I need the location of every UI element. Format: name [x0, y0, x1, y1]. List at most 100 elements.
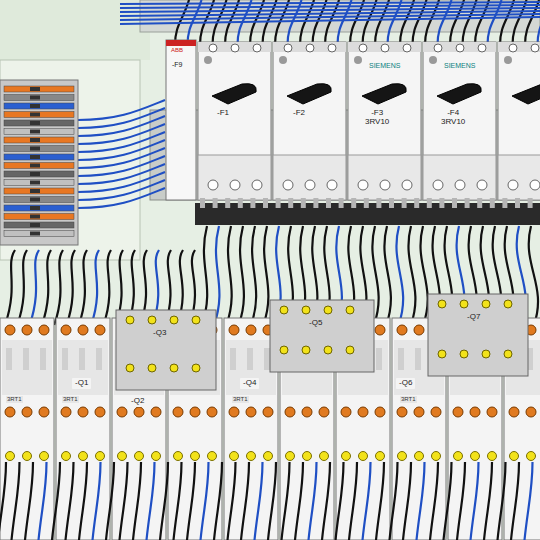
panel-part [134, 407, 144, 417]
panel-part [230, 348, 236, 370]
panel-part [4, 197, 74, 203]
panel-part [302, 407, 312, 417]
panel-part [4, 86, 74, 92]
wire [403, 462, 411, 540]
panel-part [204, 56, 212, 64]
panel-part [414, 325, 424, 335]
panel-part [431, 407, 441, 417]
panel-part [381, 44, 389, 52]
panel-part [30, 96, 40, 100]
breaker-handle [437, 84, 481, 104]
wire [17, 250, 27, 325]
wire [79, 462, 87, 540]
panel-part [452, 198, 457, 208]
wire [78, 124, 165, 144]
wire [5, 250, 15, 325]
wire [120, 17, 540, 24]
wire [66, 462, 74, 540]
panel-part [5, 407, 15, 417]
panel-part [6, 452, 15, 461]
panel-part [207, 407, 217, 417]
panel-part [4, 188, 74, 194]
panel-part [359, 44, 367, 52]
device-label: -Q7 [464, 312, 483, 323]
breaker-handle [512, 84, 540, 104]
wire [147, 462, 155, 540]
panel-part [62, 452, 71, 461]
panel-part [398, 452, 407, 461]
wire [106, 462, 114, 540]
panel-part [95, 407, 105, 417]
brand-label: SIEMENS [443, 62, 477, 70]
panel-part [4, 137, 74, 143]
panel-part [285, 407, 295, 417]
panel-part [4, 214, 74, 220]
panel-part [423, 42, 496, 200]
panel-part [302, 306, 310, 314]
panel-part [118, 452, 127, 461]
panel-part [526, 407, 536, 417]
wire [525, 462, 533, 540]
panel-part [515, 198, 520, 208]
wire [241, 462, 249, 540]
wire [52, 462, 60, 540]
wire [91, 250, 99, 325]
panel-part [78, 407, 88, 417]
panel-part [403, 44, 411, 52]
panel-part [280, 306, 288, 314]
panel-part [30, 164, 40, 168]
panel-part [303, 452, 312, 461]
panel-part [152, 452, 161, 461]
panel-part [192, 316, 200, 324]
panel-part [170, 364, 178, 372]
panel-part [527, 452, 536, 461]
panel-part [246, 325, 256, 335]
panel-part [238, 198, 243, 208]
panel-part [498, 42, 540, 200]
panel-part [456, 44, 464, 52]
wire [430, 462, 438, 540]
panel-part [126, 364, 134, 372]
panel-part [414, 407, 424, 417]
panel-part [504, 350, 512, 358]
device-label: -Q2 [128, 396, 147, 407]
panel-part [30, 232, 40, 236]
panel-part [4, 180, 74, 186]
panel-part [397, 407, 407, 417]
panel-part [208, 180, 218, 190]
wire [93, 462, 101, 540]
wire [363, 462, 371, 540]
panel-part [279, 56, 287, 64]
panel-part [96, 452, 105, 461]
panel-part [504, 300, 512, 308]
device-label: -Q3 [150, 328, 169, 339]
wire [214, 462, 222, 540]
panel-part [190, 407, 200, 417]
panel-part [229, 407, 239, 417]
panel-part [354, 56, 362, 64]
wire [12, 462, 20, 540]
panel-part [415, 452, 424, 461]
panel-part [478, 44, 486, 52]
device-tag: -F9 [172, 61, 183, 69]
panel-part [79, 348, 85, 370]
panel-part [342, 452, 351, 461]
panel-part [402, 198, 407, 208]
panel-part [263, 198, 268, 208]
panel-part [58, 340, 108, 395]
panel-part [460, 350, 468, 358]
wire [322, 462, 330, 540]
panel-part [30, 130, 40, 134]
wire [421, 226, 428, 325]
panel-part [320, 452, 329, 461]
wire [309, 462, 317, 540]
panel-part [4, 205, 74, 211]
panel-part [151, 407, 161, 417]
panel-part [324, 346, 332, 354]
device-label: -F33RV10 [362, 108, 392, 128]
panel-part [166, 40, 196, 200]
panel-part [148, 364, 156, 372]
panel-part [30, 87, 40, 91]
panel-part [454, 452, 463, 461]
